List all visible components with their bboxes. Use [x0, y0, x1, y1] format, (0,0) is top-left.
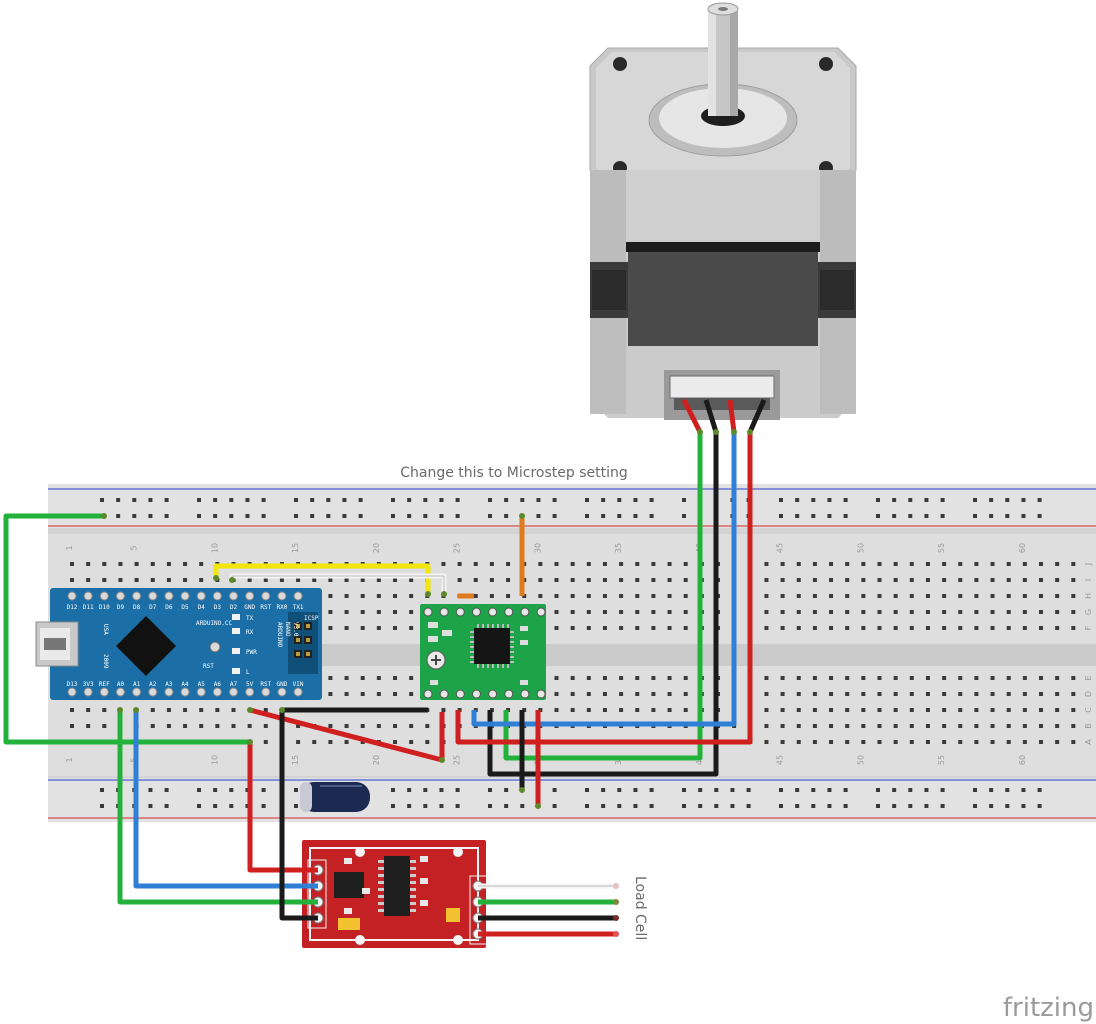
bb-col-number-top: 20 [372, 543, 381, 553]
bb-row-letter: C [1084, 707, 1093, 713]
nano-model-3: V3.0 [292, 622, 299, 637]
nano-pin-label-top: D8 [133, 604, 141, 611]
bb-col-number-bottom: 1 [65, 757, 74, 762]
bb-col-number-bottom: 25 [453, 755, 462, 765]
nano-pin-label-top: D9 [117, 604, 125, 611]
wire-hx-gnd [279, 710, 318, 921]
nano-pin-label-top: D10 [99, 604, 110, 611]
wire-hx-vcc [247, 742, 318, 873]
wire-green-left-loop [3, 513, 250, 745]
wire-hx-sck [117, 710, 318, 905]
bb-row-letter: F [1084, 625, 1093, 630]
bb-row-letter: J [1084, 563, 1093, 566]
nano-pin-label-top: TX1 [293, 604, 304, 611]
nano-pin-label-bottom: REF [99, 681, 110, 688]
nano-usa-text: USA [102, 624, 109, 635]
bb-row-letter: H [1084, 593, 1093, 599]
bb-row-letter: D [1084, 691, 1093, 697]
bb-col-number-bottom: 45 [776, 755, 785, 765]
bb-col-number-top: 15 [291, 543, 300, 553]
nano-pin-label-bottom: D13 [67, 681, 78, 688]
bb-col-number-bottom: 10 [210, 755, 219, 765]
bb-col-number-top: 50 [856, 543, 865, 553]
bb-col-number-top: 30 [533, 543, 542, 553]
nano-pin-label-top: D12 [67, 604, 78, 611]
bb-col-number-bottom: 15 [291, 755, 300, 765]
bb-row-letter: E [1084, 675, 1093, 680]
bb-col-number-top: 55 [937, 543, 946, 553]
nano-pin-label-top: D6 [165, 604, 173, 611]
wire-motor-blue [471, 432, 737, 727]
nano-pin-label-top: D5 [181, 604, 189, 611]
nano-pin-label-top: D2 [230, 604, 238, 611]
bb-row-letter: B [1084, 723, 1093, 729]
bb-col-number-top: 5 [130, 545, 139, 550]
nano-pin-label-top: D7 [149, 604, 157, 611]
nano-pin-label-bottom: VIN [293, 681, 304, 688]
nano-pin-label-bottom: A3 [165, 681, 173, 688]
motor-leads [681, 398, 767, 434]
nano-pin-label-bottom: A0 [117, 681, 125, 688]
nano-pin-label-bottom: GND [277, 681, 288, 688]
hx711-board [302, 840, 489, 948]
nano-pin-label-top: RST [260, 604, 271, 611]
bb-row-letter: I [1084, 579, 1093, 581]
bb-col-number-top: 35 [614, 543, 623, 553]
load-cell-label: Load Cell [632, 876, 648, 940]
bb-row-letter: A [1084, 739, 1093, 745]
nano-model-2: NANO [284, 622, 291, 637]
nano-led-l: L [246, 669, 250, 676]
nano-led-tx: TX [246, 615, 254, 622]
bb-col-number-top: 1 [65, 545, 74, 550]
nano-pin-label-bottom: A6 [214, 681, 222, 688]
nano-pin-label-bottom: A5 [198, 681, 206, 688]
microstep-note: Change this to Microstep setting [400, 465, 628, 481]
wire-yellow [213, 563, 431, 594]
nano-pin-label-bottom: RST [260, 681, 271, 688]
bb-col-number-bottom: 50 [856, 755, 865, 765]
nano-arduino-cc-text: ARDUINO.CC [196, 620, 233, 627]
wire-endpoints [101, 429, 753, 809]
wire-motor-red [455, 432, 753, 745]
nano-pin-label-bottom: A1 [133, 681, 141, 688]
nano-icsp-text: ICSP [304, 615, 319, 622]
nano-pin-label-top: RX0 [277, 604, 288, 611]
bb-col-number-bottom: 55 [937, 755, 946, 765]
wire-hx-dt [133, 710, 318, 889]
bb-col-number-top: 60 [1018, 543, 1027, 553]
nano-pin-label-bottom: A4 [181, 681, 189, 688]
nano-rst-text: RST [203, 663, 214, 670]
nano-pin-label-top: GND [244, 604, 255, 611]
nano-pin-label-top: D4 [198, 604, 206, 611]
bb-col-number-top: 10 [210, 543, 219, 553]
bb-col-number-top: 25 [453, 543, 462, 553]
nano-pin-label-bottom: A7 [230, 681, 238, 688]
fritzing-logo: fritzing [1003, 993, 1094, 1023]
bb-col-number-bottom: 60 [1018, 755, 1027, 765]
nano-pin-label-top: D11 [83, 604, 94, 611]
nano-led-rx: RX [246, 629, 254, 636]
nano-led-pwr: PWR [246, 649, 257, 656]
capacitor [300, 782, 370, 812]
nano-pin-label-top: D3 [214, 604, 222, 611]
bb-col-number-bottom: 20 [372, 755, 381, 765]
nano-model-1: ARDUINO [276, 622, 283, 648]
nano-year-text: 2009 [102, 654, 109, 669]
nano-pin-label-bottom: A2 [149, 681, 157, 688]
stepper-driver-board [420, 604, 546, 700]
nano-pin-label-bottom: 3V3 [83, 681, 94, 688]
bb-col-number-top: 45 [776, 543, 785, 553]
nano-pin-label-bottom: 5V [246, 681, 254, 688]
bb-row-letter: G [1084, 609, 1093, 615]
wire-motor-green [503, 432, 703, 761]
stepper-motor [589, 2, 857, 420]
